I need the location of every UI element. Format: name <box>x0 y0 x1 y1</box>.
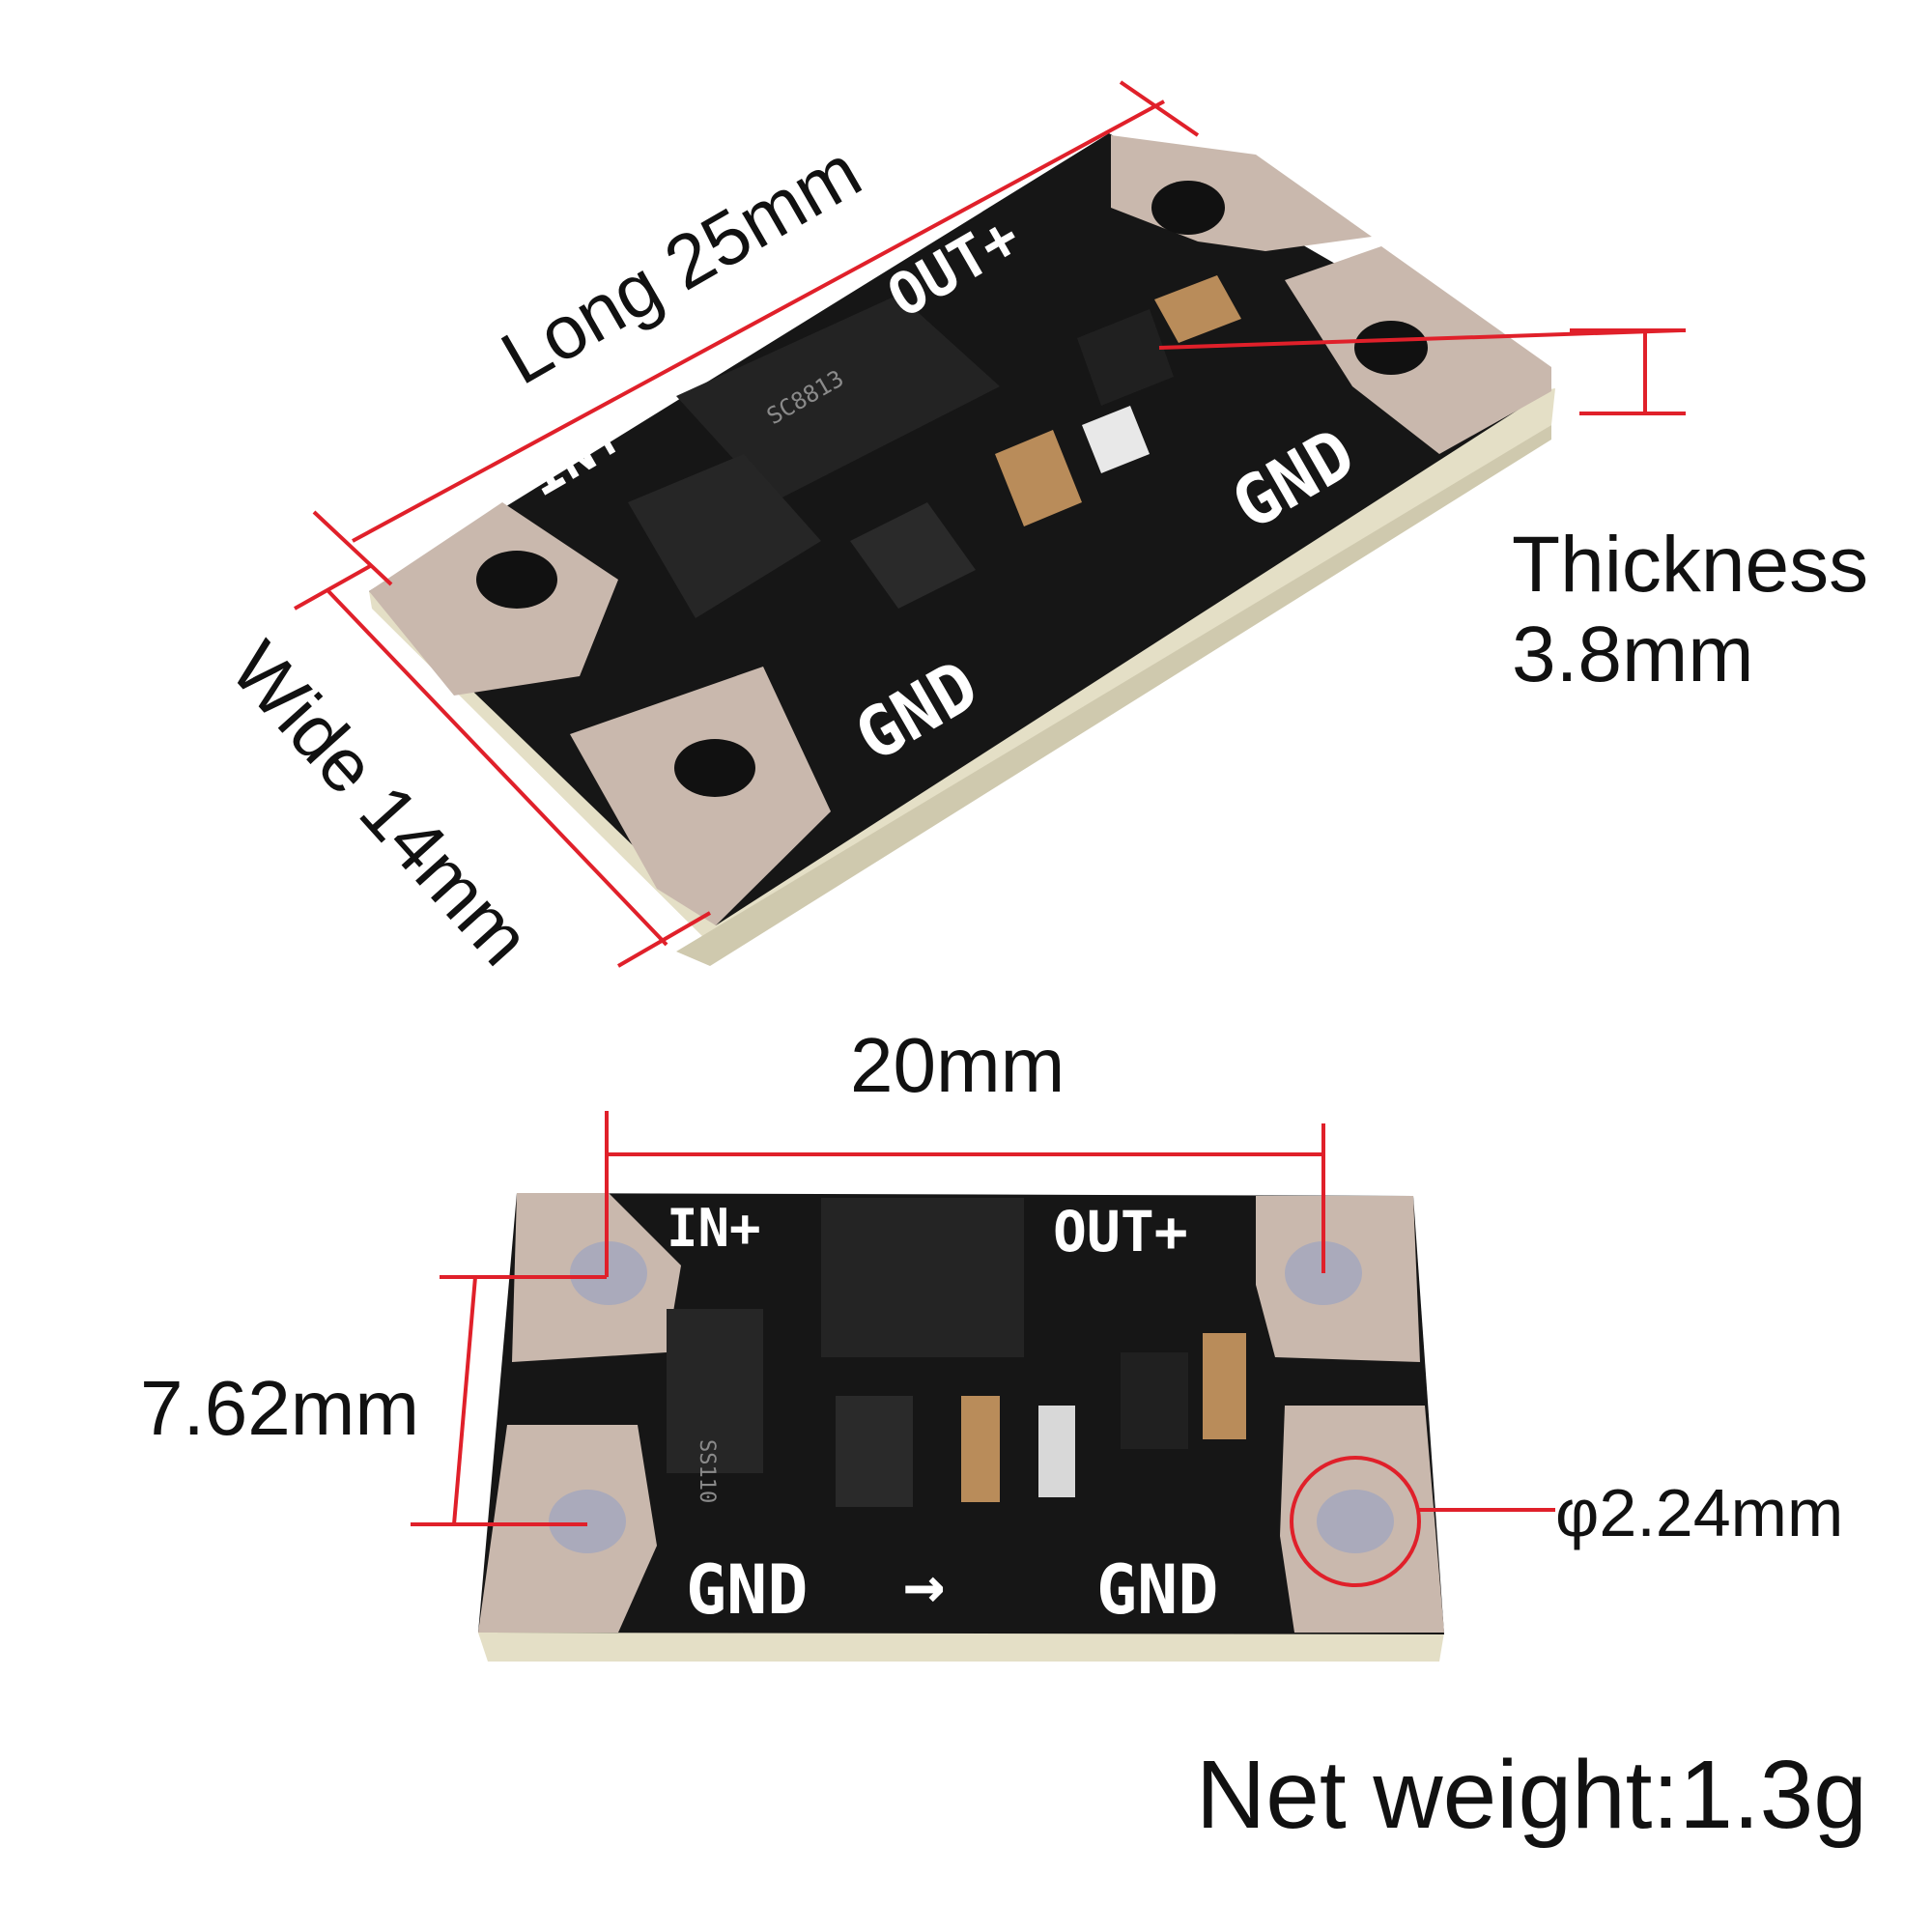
bottom-board-plan: IN+ OUT+ GND → GND SS110 <box>478 1193 1444 1662</box>
circle-hole-icon <box>1317 1490 1394 1553</box>
hole-spacing-v-line <box>452 1276 477 1525</box>
diode-chip <box>667 1309 763 1473</box>
circle-outline-icon <box>1290 1456 1421 1587</box>
net-weight-label: Net weight:1.3g <box>1196 1741 1867 1849</box>
silk-gnd-right: GND <box>1096 1550 1218 1630</box>
circle-hole-icon <box>674 739 755 797</box>
circle-hole-icon <box>476 551 557 609</box>
capacitor <box>1203 1333 1246 1439</box>
capacitor <box>995 430 1082 526</box>
hole-diameter-label: φ2.24mm <box>1555 1475 1843 1550</box>
pad-bottom <box>570 667 831 925</box>
thickness-leader <box>1158 328 1682 350</box>
width-tick-top <box>294 563 373 611</box>
thickness-value-label: 3.8mm <box>1512 611 1754 698</box>
silk-gnd-left: GND <box>686 1550 808 1630</box>
capacitor <box>1154 275 1241 343</box>
top-dimensions <box>294 80 1686 968</box>
circle-hole-icon <box>1354 321 1428 375</box>
ic-chip <box>850 502 976 609</box>
board-edge <box>478 1633 1444 1662</box>
resistor <box>1082 406 1150 473</box>
length-tick-right <box>1119 80 1200 137</box>
silk-out-plus: OUT+ <box>1053 1199 1188 1264</box>
capacitor <box>961 1396 1000 1502</box>
length-dimension-line <box>352 99 1165 543</box>
silk-in-plus: IN+ <box>667 1198 761 1259</box>
transistor <box>1121 1352 1188 1449</box>
hole-spacing-horizontal-label: 20mm <box>850 1022 1065 1108</box>
length-tick-left <box>312 510 393 586</box>
width-dimension-line <box>327 589 668 947</box>
diode-chip <box>628 454 821 618</box>
circle-hole-icon <box>1151 181 1225 235</box>
thickness-title-label: Thickness <box>1512 521 1868 609</box>
silk-arrow: → <box>903 1544 945 1625</box>
circle-hole-icon <box>549 1490 626 1553</box>
width-tick-bottom <box>616 911 712 968</box>
diode-marking: SS110 <box>695 1439 719 1503</box>
top-board-perspective: OUT+ IN+ GND GND SC8813 <box>369 133 1555 966</box>
bottom-dimensions <box>411 1111 1555 1587</box>
transistor <box>1077 309 1174 406</box>
mosfet-chip <box>821 1198 1024 1357</box>
ic-chip <box>836 1396 913 1507</box>
mosfet-chip <box>676 295 1000 502</box>
resistor <box>1038 1406 1075 1497</box>
hole-spacing-vertical-label: 7.62mm <box>140 1365 419 1451</box>
